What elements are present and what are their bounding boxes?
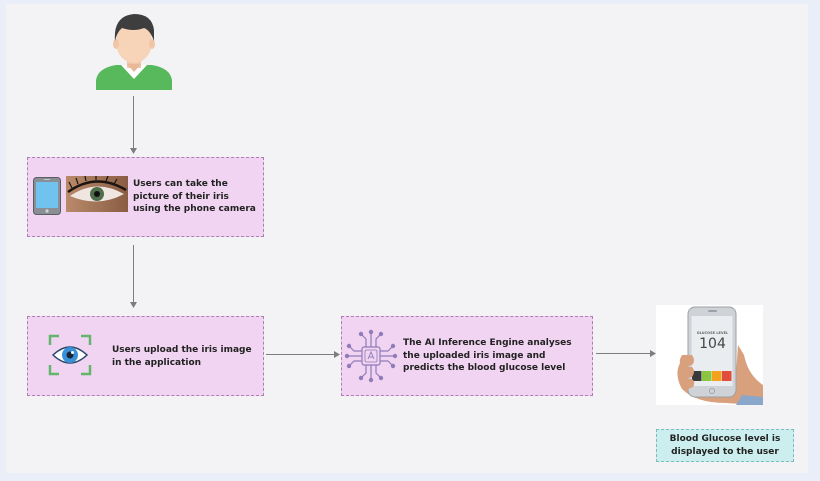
result-text: Blood Glucose level is displayed to the … [669, 434, 781, 457]
arrowhead-down-icon [130, 302, 137, 308]
user-icon [94, 8, 174, 90]
eye-scan-icon [47, 333, 93, 377]
inference-step-text: The AI Inference Engine analyses the upl… [403, 338, 572, 373]
phone-screen-reading: 104 [699, 336, 726, 352]
upload-step-text: Users upload the iris image in the appli… [112, 345, 252, 368]
arrowhead-right-icon [334, 351, 340, 358]
arrowhead-down-icon [130, 148, 137, 154]
phone-screen-label: GLUCOSE LEVEL [696, 331, 729, 335]
ai-chip-icon [343, 328, 399, 384]
connector-user-to-capture [133, 96, 134, 151]
capture-step-text: Users can take the picture of their iris… [133, 179, 256, 214]
result-callout: Blood Glucose level is displayed to the … [656, 429, 794, 462]
tablet-icon [33, 177, 61, 215]
connector-inference-to-phone [596, 353, 651, 354]
connector-capture-to-upload [133, 245, 134, 304]
connector-upload-to-inference [266, 354, 335, 355]
arrowhead-right-icon [650, 350, 656, 357]
iris-photo [66, 176, 128, 212]
hand-phone-image: GLUCOSE LEVEL 104 [656, 305, 763, 405]
